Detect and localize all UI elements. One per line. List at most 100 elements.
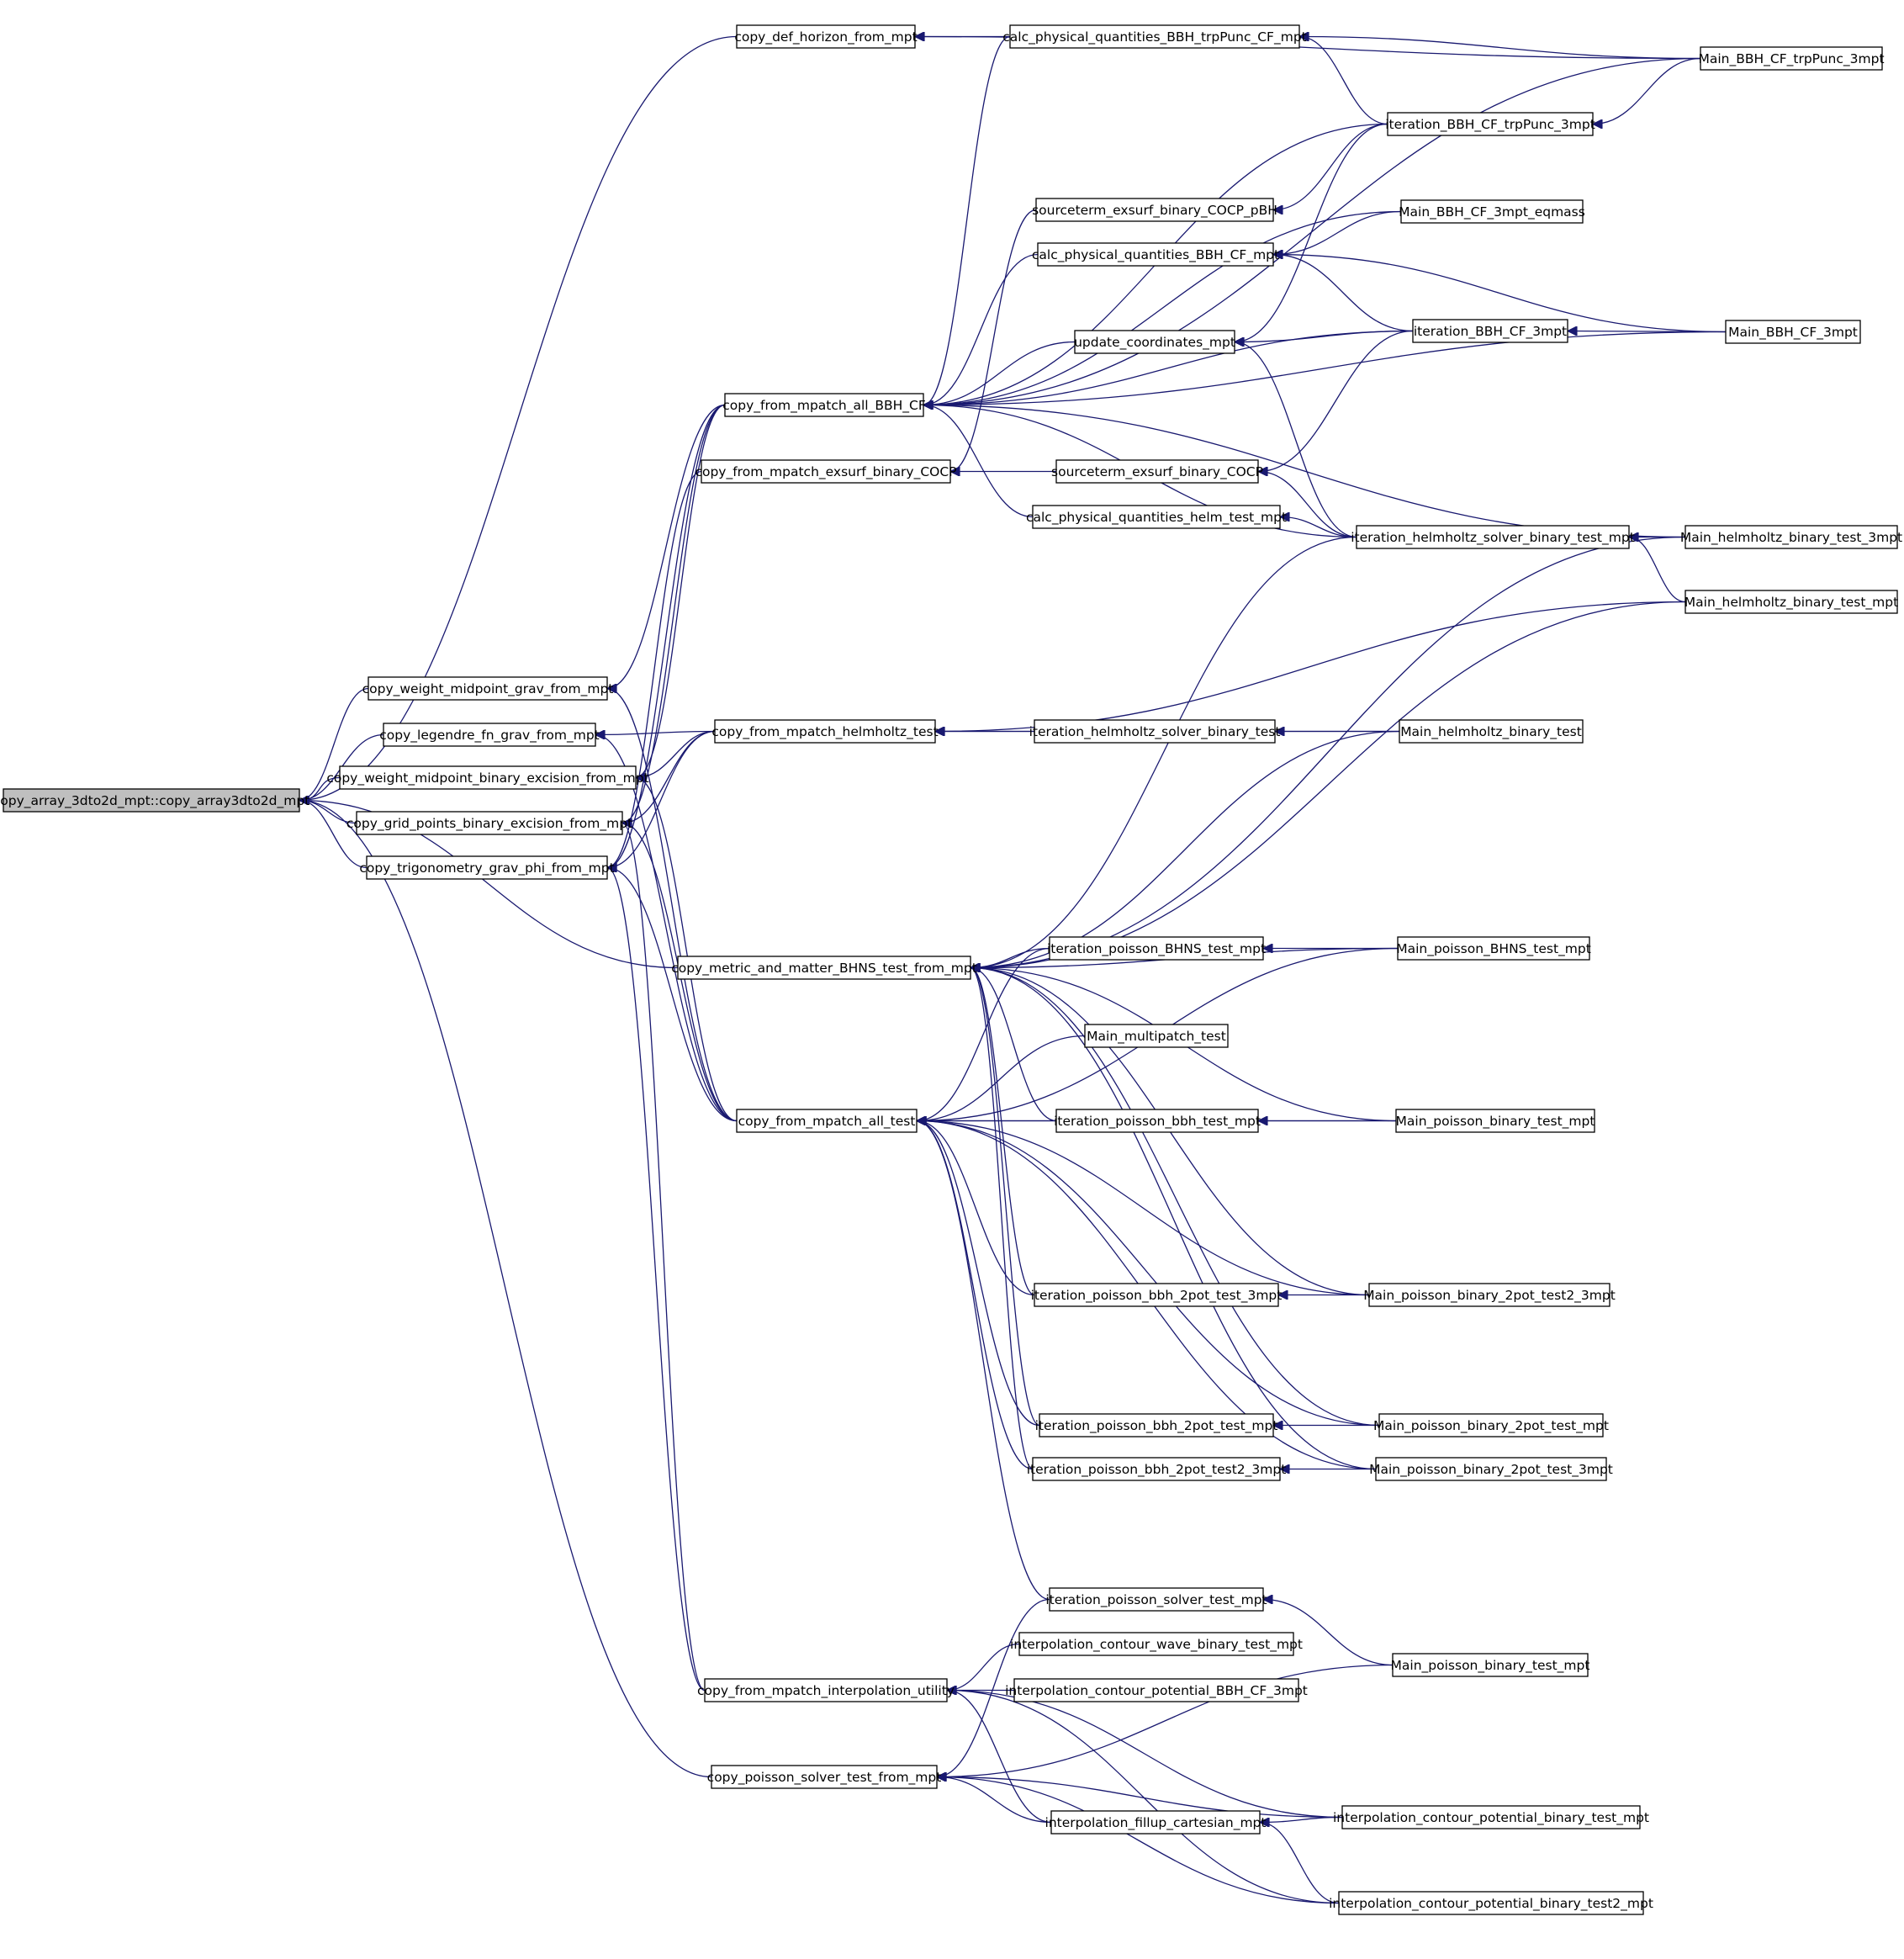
node-label: iteration_poisson_solver_test_mpt: [1045, 1592, 1267, 1608]
graph-node[interactable]: iteration_poisson_bbh_2pot_test_3mpt: [1031, 1283, 1283, 1307]
graph-node[interactable]: copy_from_mpatch_interpolation_utility: [697, 1678, 955, 1702]
graph-node[interactable]: Main_BBH_CF_3mpt: [1725, 320, 1861, 344]
graph-node[interactable]: update_coordinates_mpt: [1074, 330, 1235, 354]
node-label: copy_weight_midpoint_binary_excision_fro…: [326, 770, 648, 786]
graph-node[interactable]: Main_poisson_binary_test_mpt: [1395, 1109, 1595, 1133]
node-box: [1039, 1413, 1274, 1437]
graph-node[interactable]: interpolation_fillup_cartesian_mpt: [1045, 1810, 1267, 1835]
graph-node[interactable]: iteration_poisson_solver_test_mpt: [1045, 1587, 1267, 1612]
graph-node[interactable]: iteration_helmholtz_solver_binary_test_m…: [1351, 525, 1635, 549]
call-edge: [971, 536, 1357, 968]
node-label: iteration_poisson_bbh_2pot_test_mpt: [1035, 1418, 1278, 1434]
call-edge: [1593, 57, 1701, 124]
graph-node[interactable]: interpolation_contour_potential_BBH_CF_3…: [1005, 1678, 1308, 1702]
node-label: interpolation_contour_potential_binary_t…: [1333, 1810, 1649, 1826]
node-label: Main_poisson_binary_2pot_test_3mpt: [1369, 1462, 1613, 1478]
call-edge: [299, 801, 712, 1778]
node-label: calc_physical_quantities_BBH_CF_mpt: [1032, 247, 1279, 263]
call-edge: [1273, 255, 1414, 332]
graph-node[interactable]: Main_poisson_binary_2pot_test_mpt: [1373, 1413, 1609, 1437]
graph-node[interactable]: copy_array_3dto2d_mpt::copy_array3dto2d_…: [0, 788, 309, 813]
graph-node[interactable]: copy_from_mpatch_exsurf_binary_COCP: [695, 459, 957, 484]
node-box: [736, 1109, 918, 1133]
graph-node[interactable]: Main_poisson_binary_test_mpt: [1391, 1653, 1590, 1677]
graph-node[interactable]: calc_physical_quantities_helm_test_mpt: [1026, 505, 1287, 529]
graph-node[interactable]: Main_helmholtz_binary_test_mpt: [1685, 590, 1898, 614]
graph-node[interactable]: sourceterm_exsurf_binary_COCP_pBH: [1032, 198, 1277, 222]
node-box: [1397, 936, 1590, 961]
node-box: [1049, 936, 1264, 961]
call-edge: [1235, 123, 1388, 342]
node-box: [1375, 1457, 1607, 1481]
graph-node[interactable]: Main_helmholtz_binary_test_3mpt: [1680, 525, 1902, 549]
graph-node[interactable]: Main_BBH_CF_3mpt_eqmass: [1399, 199, 1585, 224]
graph-node[interactable]: copy_grid_points_binary_excision_from_mp…: [346, 811, 632, 835]
graph-node[interactable]: Main_BBH_CF_trpPunc_3mpt: [1698, 46, 1885, 71]
call-edge: [950, 209, 1037, 472]
node-box: [1055, 459, 1259, 484]
call-edge: [971, 968, 1057, 1122]
graph-node[interactable]: copy_metric_and_matter_BHNS_test_from_mp…: [671, 956, 977, 980]
node-label: iteration_BBH_CF_trpPunc_3mpt: [1385, 117, 1595, 133]
graph-node[interactable]: copy_weight_midpoint_binary_excision_fro…: [326, 765, 649, 790]
node-layer: copy_array_3dto2d_mpt::copy_array3dto2d_…: [0, 24, 1902, 1915]
call-edge: [1258, 330, 1414, 472]
node-box: [1400, 199, 1584, 224]
node-box: [1700, 46, 1883, 71]
node-label: interpolation_contour_potential_binary_t…: [1329, 1896, 1653, 1912]
node-box: [1341, 1805, 1641, 1829]
node-label: copy_metric_and_matter_BHNS_test_from_mp…: [671, 961, 977, 977]
graph-node[interactable]: copy_poisson_solver_test_from_mpt: [707, 1765, 942, 1789]
node-box: [1009, 24, 1300, 49]
node-label: Main_BBH_CF_3mpt_eqmass: [1399, 204, 1585, 220]
node-label: interpolation_fillup_cartesian_mpt: [1045, 1815, 1267, 1831]
graph-node[interactable]: Main_multipatch_test: [1084, 1024, 1229, 1048]
node-box: [1037, 242, 1274, 267]
graph-node[interactable]: copy_from_mpatch_all_test: [736, 1109, 918, 1133]
graph-node[interactable]: Main_poisson_binary_2pot_test_3mpt: [1369, 1457, 1613, 1481]
graph-node[interactable]: copy_legendre_fn_grav_from_mpt: [379, 723, 600, 747]
graph-node[interactable]: interpolation_contour_wave_binary_test_m…: [1010, 1632, 1303, 1656]
graph-node[interactable]: iteration_poisson_bbh_2pot_test2_3mpt: [1027, 1457, 1287, 1481]
call-edge: [595, 732, 716, 735]
graph-node[interactable]: iteration_BBH_CF_trpPunc_3mpt: [1385, 112, 1595, 136]
graph-node[interactable]: copy_def_horizon_from_mpt: [734, 24, 918, 49]
call-edge: [1299, 37, 1388, 125]
call-edge: [1273, 255, 1727, 333]
call-edge: [1263, 1600, 1394, 1666]
node-label: Main_poisson_binary_test_mpt: [1396, 1114, 1595, 1130]
call-edge: [595, 735, 738, 1122]
call-edge: [971, 968, 1034, 1470]
graph-node[interactable]: calc_physical_quantities_BBH_trpPunc_CF_…: [1002, 24, 1307, 49]
graph-node[interactable]: Main_poisson_BHNS_test_mpt: [1396, 936, 1591, 961]
node-box: [1035, 198, 1274, 222]
graph-node[interactable]: copy_trigonometry_grav_phi_from_mpt: [359, 855, 615, 880]
node-label: Main_poisson_binary_test_mpt: [1391, 1658, 1590, 1674]
graph-node[interactable]: sourceterm_exsurf_binary_COCP: [1051, 459, 1263, 484]
graph-node[interactable]: iteration_poisson_bbh_test_mpt: [1054, 1109, 1261, 1133]
node-label: iteration_poisson_bbh_test_mpt: [1054, 1114, 1261, 1130]
graph-node[interactable]: interpolation_contour_potential_binary_t…: [1333, 1805, 1649, 1829]
node-label: copy_legendre_fn_grav_from_mpt: [379, 728, 599, 744]
graph-node[interactable]: copy_weight_midpoint_grav_from_mpt: [362, 676, 614, 701]
graph-node[interactable]: Main_poisson_binary_2pot_test2_3mpt: [1363, 1283, 1616, 1307]
call-edge: [923, 253, 1039, 405]
graph-node[interactable]: interpolation_contour_potential_binary_t…: [1329, 1891, 1653, 1915]
call-edge: [917, 1121, 1050, 1601]
graph-node[interactable]: iteration_helmholtz_solver_binary_test: [1029, 719, 1281, 744]
call-edge: [1235, 342, 1357, 538]
graph-node[interactable]: iteration_BBH_CF_3mpt: [1412, 319, 1568, 343]
graph-node[interactable]: copy_from_mpatch_all_BBH_CF: [722, 393, 926, 417]
graph-node[interactable]: Main_helmholtz_binary_test: [1399, 719, 1584, 744]
graph-node[interactable]: iteration_poisson_bbh_2pot_test_mpt: [1035, 1413, 1278, 1437]
node-box: [1685, 525, 1898, 549]
call-edge: [1258, 472, 1357, 538]
graph-node[interactable]: copy_from_mpatch_helmholtz_test: [711, 719, 939, 744]
call-edge: [622, 823, 706, 1692]
call-edge: [299, 35, 738, 801]
graph-node[interactable]: iteration_poisson_BHNS_test_mpt: [1047, 936, 1266, 961]
graph-node[interactable]: calc_physical_quantities_BBH_CF_mpt: [1032, 242, 1279, 267]
call-edge: [947, 1691, 1340, 1904]
call-edge: [1273, 123, 1388, 210]
